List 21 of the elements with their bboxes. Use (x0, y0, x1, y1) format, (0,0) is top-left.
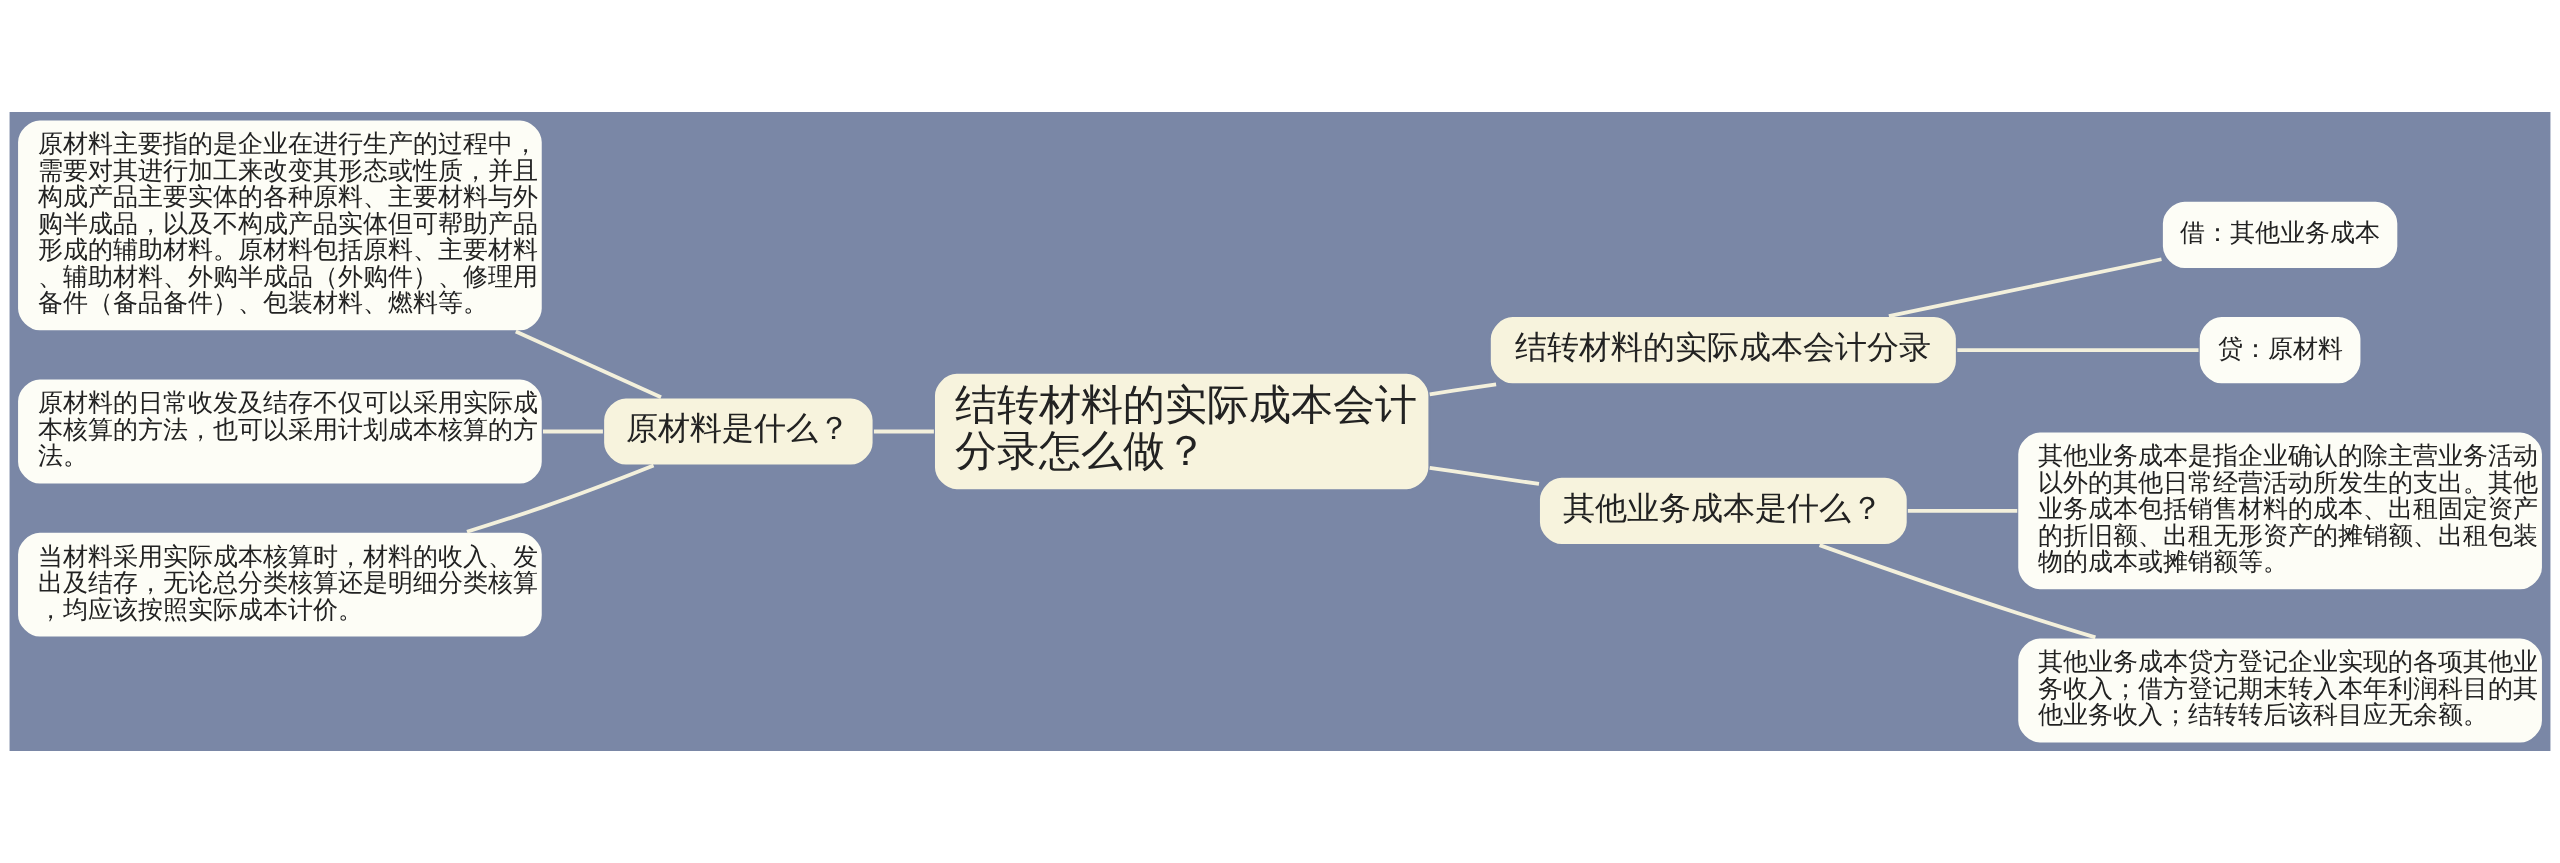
connector (1888, 257, 2162, 318)
node-box: 原材料主要指的是企业在进行生产的过程中，需要对其进行加工来改变其形态或性质，并且构成产品主要实体的各种原料、主要材料与外购半成品，以及不构成产品实体但可帮助产品形成的辅助材料。原材料包括原料、主要材料、辅助材料、外购半成品（外购件）、修理用备件（备品备件）、包装材料、燃料等。 (16, 118, 544, 333)
connector (1429, 382, 1497, 397)
connector (515, 329, 662, 400)
node-box: 结转材料的实际成本会计分录 (1488, 315, 1958, 386)
node-box: 原材料是什么？ (602, 396, 875, 467)
node-box: 结转材料的实际成本会计分录怎么做？ (933, 371, 1431, 492)
connector (1907, 509, 2018, 513)
node-box: 借：其他业务成本 (2161, 199, 2400, 270)
connector (543, 429, 603, 434)
node-box: 其他业务成本贷方登记企业实现的各项其他业务收入；借方登记期末转入本年利润科目的其他业务收入；结转转后该科目应无余额。 (2016, 636, 2544, 745)
node-box: 其他业务成本是指企业确认的除主营业务活动以外的其他日常经营活动所发生的支出。其他业务成本包括销售材料的成本、出租固定资产的折旧额、出租无形资产的摊销额、出租包装物的成本或摊销额等。 (2016, 430, 2544, 592)
connector (466, 463, 655, 534)
connector (1818, 543, 2096, 640)
connector (1957, 348, 2199, 353)
node-box: 贷：原材料 (2197, 315, 2363, 386)
connector (1429, 465, 1540, 486)
node-box: 当材料采用实际成本核算时，材料的收入、发出及结存，无论总分类核算还是明细分类核算，均应该按照实际成本计价。 (16, 530, 544, 639)
node-box: 原材料的日常收发及结存不仅可以采用实际成本核算的方法，也可以采用计划成本核算的方法。 (16, 377, 544, 486)
node-box: 其他业务成本是什么？ (1538, 475, 1909, 546)
connector (873, 429, 934, 434)
